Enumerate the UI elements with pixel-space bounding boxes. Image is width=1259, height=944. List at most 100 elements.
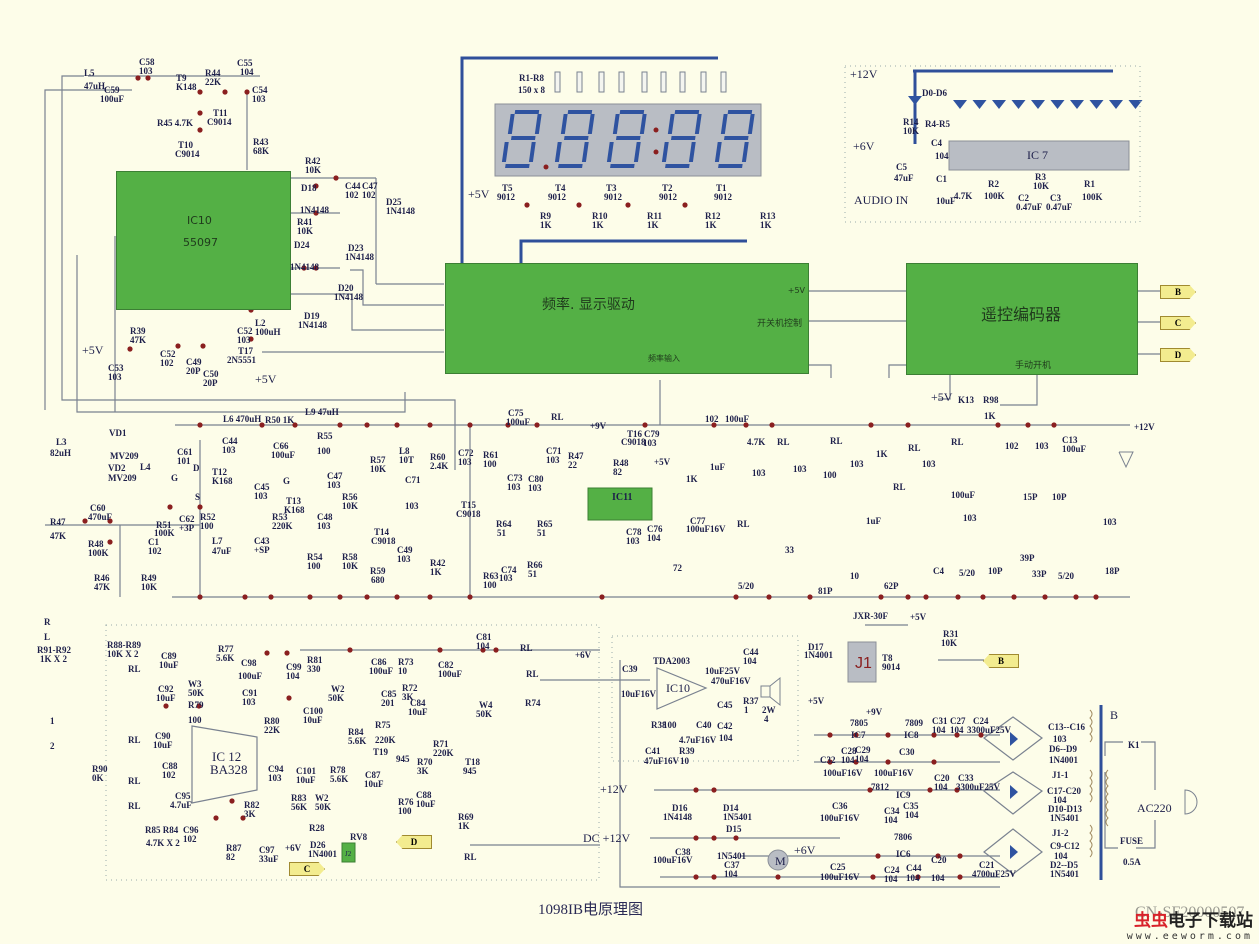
component-label: D19 bbox=[304, 311, 320, 321]
component-label: 10uF bbox=[153, 740, 173, 750]
component-label: C30 bbox=[899, 747, 915, 757]
component-label: C53 bbox=[108, 363, 124, 373]
component-label: 103 bbox=[626, 536, 640, 546]
junction-dot bbox=[394, 422, 400, 428]
junction-dot bbox=[957, 874, 963, 880]
led-diode-icon bbox=[953, 100, 967, 109]
port-c-audio[interactable]: C bbox=[289, 862, 325, 876]
component-label: 4.7uF16V bbox=[679, 735, 717, 745]
component-label: 100uF bbox=[506, 417, 531, 427]
component-label: 680 bbox=[371, 575, 385, 585]
component-label: RL bbox=[128, 801, 141, 811]
component-label: C42 bbox=[717, 721, 733, 731]
junction-dot bbox=[853, 732, 859, 738]
component-label: C13--C16 bbox=[1048, 722, 1085, 732]
component-label: 1 bbox=[50, 716, 55, 726]
component-label: C62 bbox=[179, 514, 195, 524]
component-label: R42 bbox=[305, 156, 321, 166]
component-label: 10K bbox=[941, 638, 958, 648]
component-label: W3 bbox=[188, 679, 202, 689]
junction-dot bbox=[268, 594, 274, 600]
junction-dots bbox=[82, 75, 1099, 880]
port-b[interactable]: B bbox=[1160, 285, 1196, 299]
component-label: 103 bbox=[1035, 441, 1049, 451]
component-label: R11 bbox=[647, 211, 663, 221]
component-label: 102 bbox=[362, 190, 376, 200]
component-label: C25 bbox=[830, 862, 846, 872]
junction-dot bbox=[931, 759, 937, 765]
junction-dot bbox=[197, 594, 203, 600]
ic11-label: IC11 bbox=[612, 492, 633, 503]
component-label: R4-R5 bbox=[925, 119, 950, 129]
component-label: 3300uF25V bbox=[967, 725, 1012, 735]
component-label: +5V bbox=[910, 612, 927, 622]
component-label: R90 bbox=[92, 764, 108, 774]
component-label: 0.47uF bbox=[1046, 202, 1073, 212]
component-label: 47uF bbox=[212, 546, 232, 556]
component-label: R50 1K bbox=[265, 415, 295, 425]
display-segment bbox=[505, 164, 530, 168]
junction-dot bbox=[200, 343, 206, 349]
junction-dot bbox=[955, 594, 961, 600]
component-label: 47uH bbox=[84, 81, 106, 91]
component-label: 104 bbox=[950, 725, 964, 735]
component-label: 81P bbox=[818, 586, 833, 596]
port-b-relay[interactable]: B bbox=[983, 654, 1019, 668]
component-label: 103 bbox=[643, 438, 657, 448]
component-label: C44 bbox=[345, 181, 361, 191]
display-segment bbox=[564, 136, 589, 140]
junction-dot bbox=[264, 650, 270, 656]
component-label: C89 bbox=[161, 651, 177, 661]
junction-dot bbox=[827, 732, 833, 738]
component-label: R1 bbox=[1084, 179, 1095, 189]
component-label: T4 bbox=[555, 183, 566, 193]
component-label: R45 4.7K bbox=[157, 118, 193, 128]
watermark-code: CN-SF20000507 bbox=[1135, 904, 1245, 921]
component-label: R9 bbox=[540, 211, 551, 221]
component-label: 1N4148 bbox=[334, 292, 363, 302]
component-label: 1K bbox=[686, 474, 698, 484]
junction-dot bbox=[954, 787, 960, 793]
component-label: T14 bbox=[374, 527, 390, 537]
junction-dot bbox=[107, 518, 113, 524]
junction-dot bbox=[693, 787, 699, 793]
junction-dot bbox=[244, 89, 250, 95]
display-segment bbox=[688, 142, 696, 162]
port-d-audio[interactable]: D bbox=[396, 835, 432, 849]
display-segment bbox=[714, 142, 722, 162]
junction-dot bbox=[259, 422, 265, 428]
tda2003-ref: IC10 bbox=[666, 681, 690, 695]
component-label: 10K bbox=[141, 582, 158, 592]
junction-dot bbox=[576, 202, 582, 208]
antenna-icon bbox=[1118, 451, 1134, 469]
display-segment bbox=[674, 110, 700, 114]
display-segment bbox=[511, 136, 536, 140]
port-d[interactable]: D bbox=[1160, 348, 1196, 362]
component-label: 72 bbox=[673, 563, 682, 573]
component-label: 103 bbox=[922, 459, 936, 469]
component-label: 103 bbox=[1053, 734, 1067, 744]
component-label: RL bbox=[737, 519, 750, 529]
component-label: 10uF bbox=[303, 715, 323, 725]
component-label: 47uF bbox=[894, 173, 914, 183]
component-label: 100 bbox=[823, 470, 837, 480]
junction-dot bbox=[135, 75, 141, 81]
component-label: C20 bbox=[931, 855, 947, 865]
component-label: 7805 bbox=[850, 718, 868, 728]
component-label: 201 bbox=[381, 698, 395, 708]
component-label: 1K bbox=[876, 449, 888, 459]
junction-dot bbox=[870, 874, 876, 880]
junction-dot bbox=[957, 853, 963, 859]
component-label: 10 bbox=[398, 666, 407, 676]
component-label: 50K bbox=[328, 693, 345, 703]
component-label: R44 bbox=[205, 68, 221, 78]
junction-dot bbox=[197, 89, 203, 95]
component-label: 104 bbox=[286, 671, 300, 681]
component-label: 104 bbox=[240, 67, 254, 77]
net-label: +6V bbox=[794, 843, 816, 857]
component-label: R59 bbox=[370, 566, 386, 576]
component-label: 102 bbox=[160, 358, 174, 368]
junction-dot bbox=[313, 265, 319, 271]
component-label: C33 bbox=[958, 773, 974, 783]
port-c[interactable]: C bbox=[1160, 316, 1196, 330]
